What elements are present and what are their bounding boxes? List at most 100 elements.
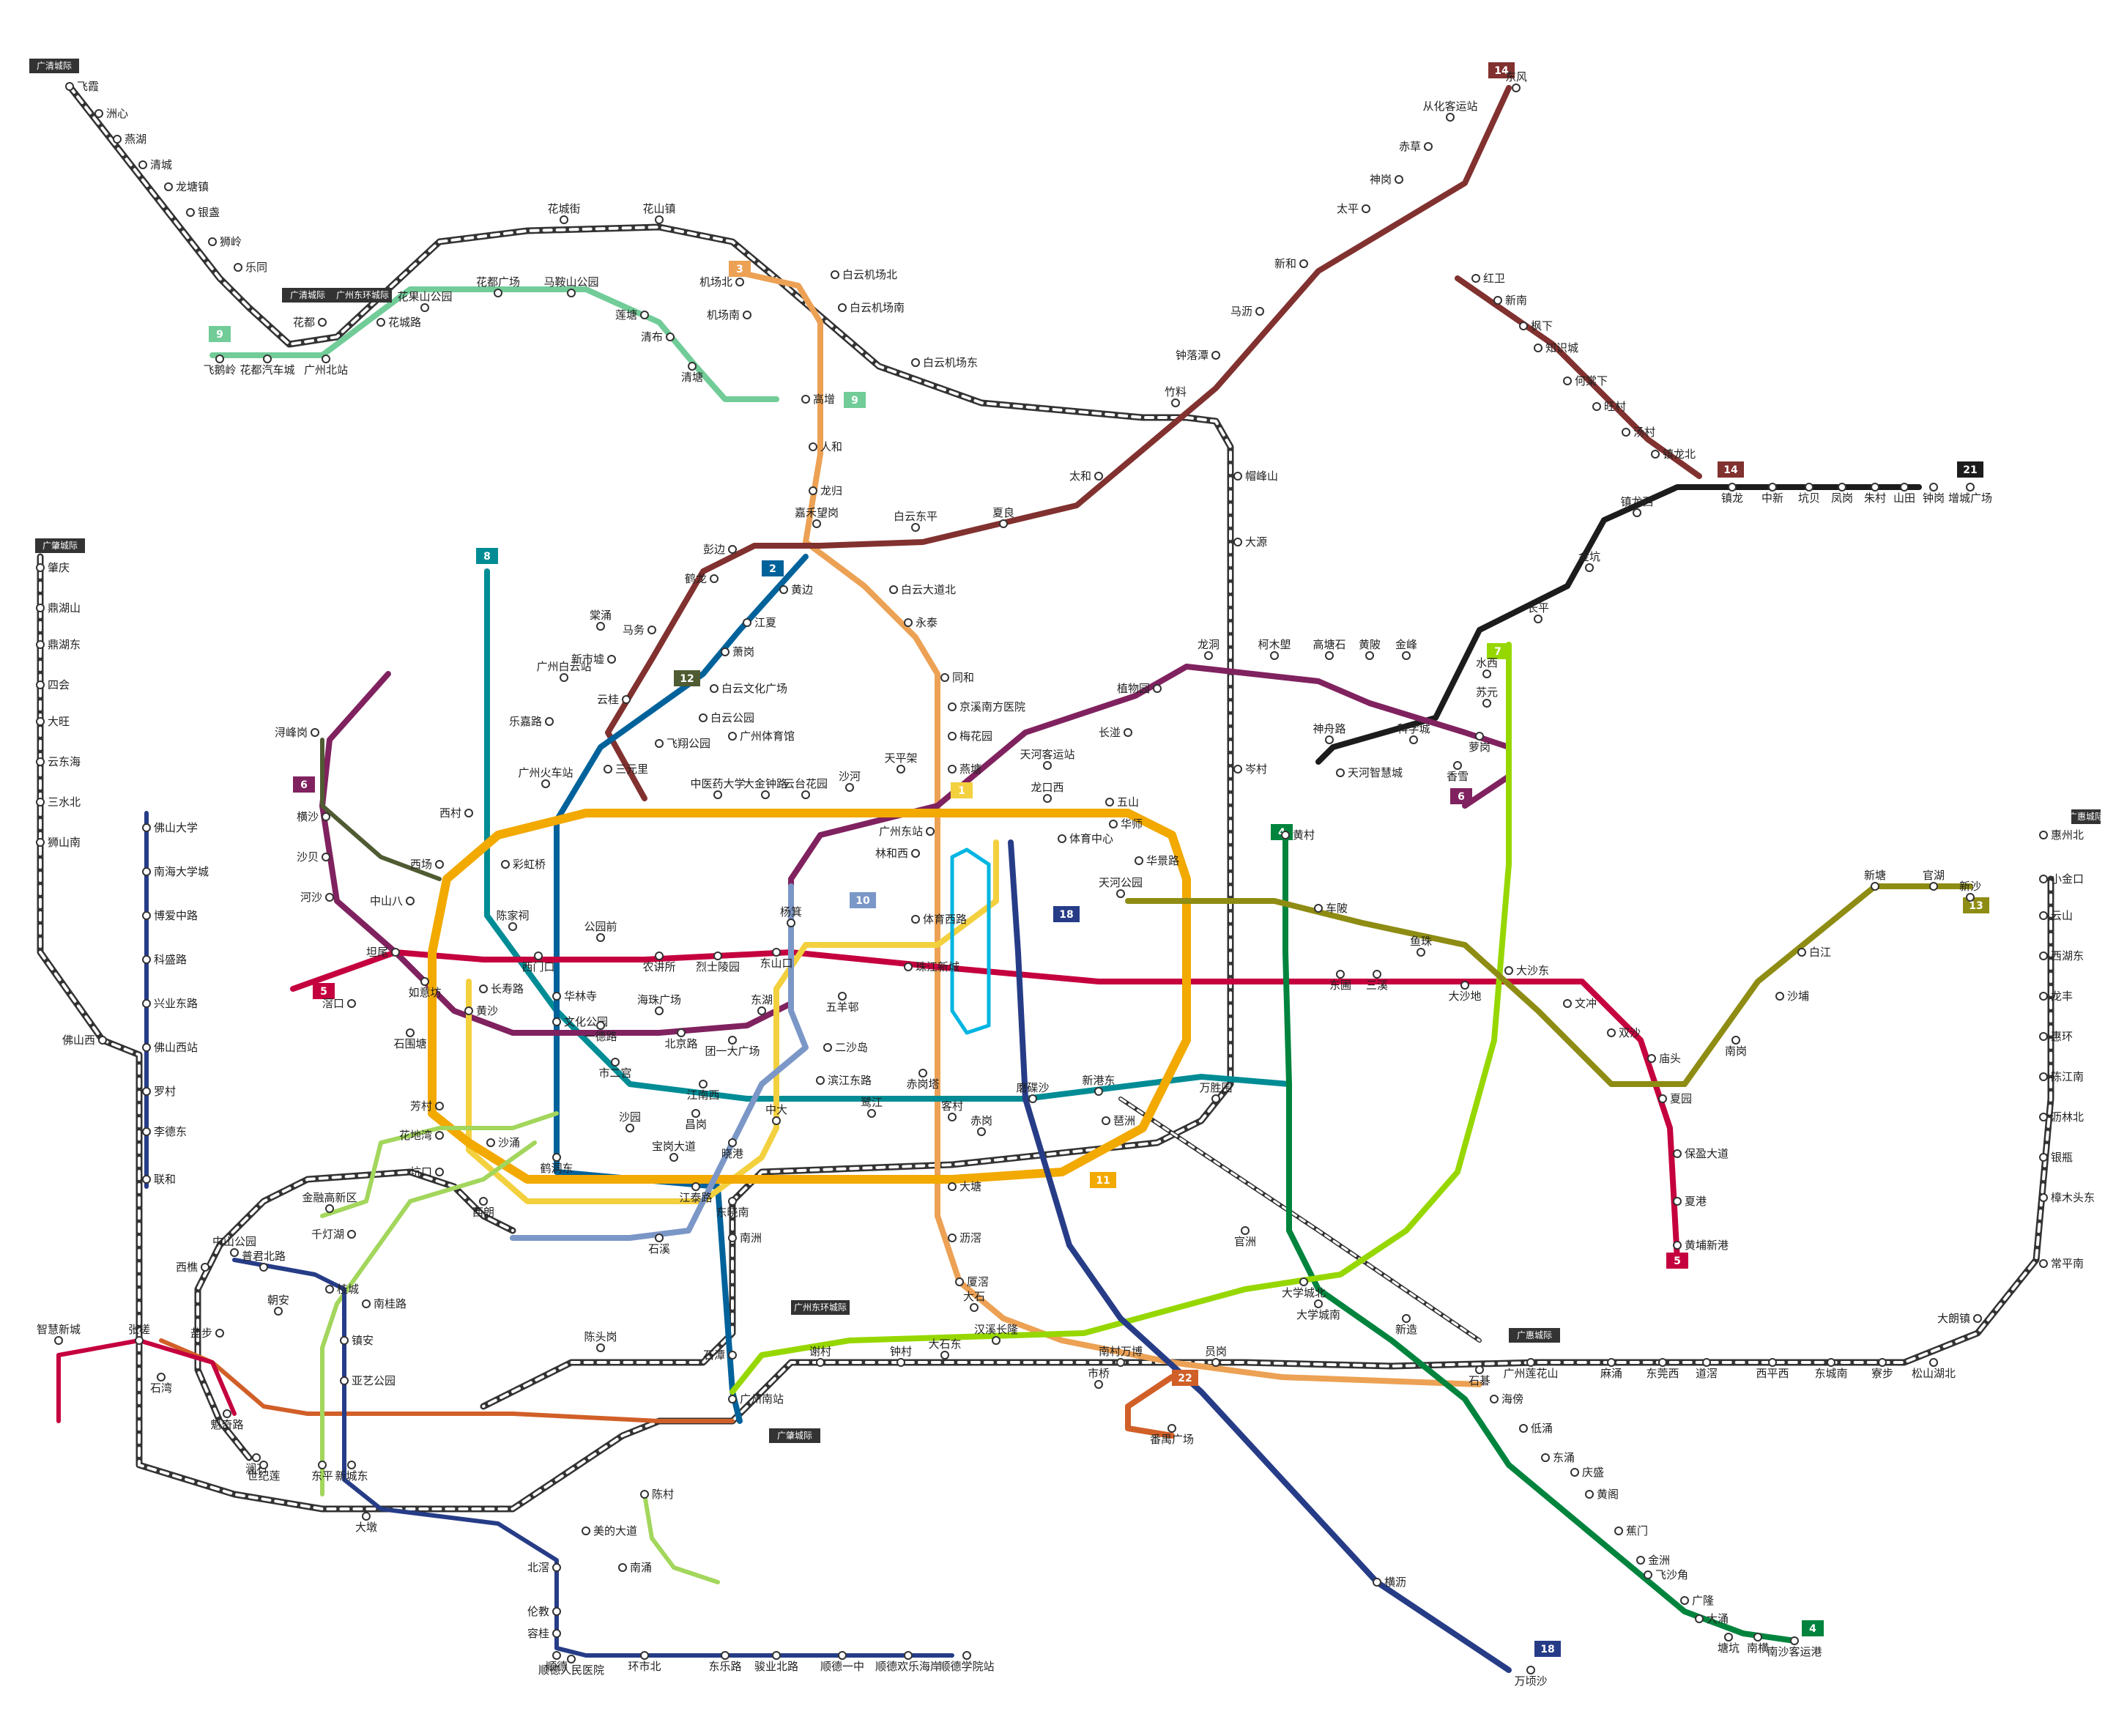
station-dot-nanguilu[interactable]: [362, 1299, 371, 1308]
station-dot-shapu[interactable]: [1775, 992, 1784, 1001]
station-dot-chigang[interactable]: [977, 1127, 986, 1136]
station-dot-binjiang[interactable]: [816, 1076, 825, 1085]
station-dot-huangge[interactable]: [1585, 1490, 1594, 1499]
station-dot-lilinbei[interactable]: [2039, 1113, 2048, 1121]
station-dot-jinrong[interactable]: [325, 1204, 334, 1213]
station-dot-zhonggang[interactable]: [1929, 483, 1938, 492]
station-dot-guicheng[interactable]: [325, 1285, 334, 1294]
station-dot-huashi[interactable]: [1109, 820, 1118, 828]
station-dot-jiangxia[interactable]: [743, 618, 751, 627]
station-dot-jiaomen[interactable]: [1614, 1527, 1623, 1535]
station-dot-zhangcha[interactable]: [135, 1336, 144, 1345]
station-dot-wushan[interactable]: [1105, 798, 1114, 806]
station-dot-cencun[interactable]: [1233, 765, 1242, 774]
station-dot-tianhegongyuan[interactable]: [1116, 889, 1125, 898]
station-dot-zhucun[interactable]: [1871, 483, 1879, 492]
station-dot-hanxi[interactable]: [992, 1336, 1000, 1345]
station-dot-xingangdong[interactable]: [1094, 1087, 1103, 1096]
station-dot-qingsheng[interactable]: [1570, 1468, 1579, 1477]
station-dot-majingzhan[interactable]: [647, 626, 656, 634]
station-dot-lijiao[interactable]: [948, 1234, 957, 1242]
station-dot-shicun[interactable]: [728, 1351, 737, 1360]
station-dot-xintang[interactable]: [1871, 882, 1879, 891]
station-dot-longtang[interactable]: [164, 182, 173, 191]
station-dot-kecun[interactable]: [948, 1113, 957, 1121]
station-dot-yantang[interactable]: [948, 765, 957, 774]
station-dot-chaoan[interactable]: [274, 1307, 283, 1316]
station-dot-beijinglu[interactable]: [677, 1028, 686, 1037]
station-dot-airports[interactable]: [743, 311, 751, 319]
station-dot-zhongshanba[interactable]: [406, 897, 415, 905]
station-dot-helong[interactable]: [710, 574, 719, 583]
station-dot-dongxiao[interactable]: [757, 1006, 766, 1015]
station-dot-shundexueyuan[interactable]: [962, 1651, 971, 1660]
station-dot-foshanxiz[interactable]: [142, 1043, 151, 1052]
station-dot-zhouxin[interactable]: [94, 109, 103, 118]
station-dot-dashadong[interactable]: [1504, 966, 1513, 975]
station-dot-dongchengnan[interactable]: [1827, 1358, 1835, 1367]
station-dot-lieshi[interactable]: [713, 952, 722, 960]
station-dot-jiangtai[interactable]: [691, 1182, 700, 1191]
station-dot-xinchengdong[interactable]: [347, 1461, 356, 1469]
station-dot-zhenlongxi[interactable]: [1633, 508, 1641, 517]
station-dot-xiemao[interactable]: [816, 1358, 825, 1367]
station-dot-huashanzhen[interactable]: [655, 215, 664, 224]
station-dot-airportn[interactable]: [735, 278, 744, 286]
station-dot-guangzhoutiyuguan[interactable]: [728, 732, 737, 741]
station-dot-shayuan[interactable]: [625, 1124, 634, 1132]
station-dot-huangfutian[interactable]: [1373, 1578, 1381, 1587]
station-dot-feishajiao[interactable]: [1644, 1570, 1652, 1579]
station-dot-liaobu[interactable]: [1878, 1358, 1887, 1367]
station-dot-nanshaport[interactable]: [1790, 1636, 1799, 1645]
station-dot-wenchong[interactable]: [1563, 999, 1572, 1008]
station-dot-yanbu[interactable]: [215, 1329, 224, 1338]
station-dot-pengbian[interactable]: [728, 545, 737, 554]
station-dot-dajinzhong[interactable]: [761, 790, 770, 799]
station-dot-dongping[interactable]: [318, 1461, 327, 1469]
station-dot-fangcun[interactable]: [435, 1102, 444, 1110]
station-dot-erlongjiao[interactable]: [823, 1043, 832, 1052]
station-dot-yongtai[interactable]: [904, 618, 913, 627]
station-dot-xiaogang2[interactable]: [728, 1138, 737, 1147]
station-dot-conghuakeyun[interactable]: [1446, 113, 1455, 122]
station-dot-jiaokou2[interactable]: [347, 999, 356, 1008]
station-dot-feieling[interactable]: [215, 355, 224, 363]
station-dot-shahe[interactable]: [845, 783, 854, 792]
station-dot-kengkou[interactable]: [435, 1168, 444, 1176]
station-dot-shunde[interactable]: [552, 1651, 561, 1660]
station-dot-sanshuibei[interactable]: [36, 798, 45, 806]
station-dot-huaguoshan[interactable]: [420, 303, 429, 312]
station-dot-wanshengwei[interactable]: [1211, 1094, 1220, 1103]
station-dot-airports2[interactable]: [838, 303, 847, 312]
station-dot-qingbu[interactable]: [666, 333, 675, 341]
station-dot-songshanhu[interactable]: [1929, 1358, 1938, 1367]
station-dot-chencun[interactable]: [640, 1490, 649, 1499]
station-dot-hezhong[interactable]: [552, 1153, 561, 1162]
station-dot-baiyundadaobei[interactable]: [889, 585, 898, 594]
station-dot-jinfeng[interactable]: [1402, 651, 1411, 660]
station-dot-guangzhouhuochezhan[interactable]: [541, 779, 550, 788]
station-dot-chebei[interactable]: [1314, 904, 1323, 913]
station-dot-wanqingsha[interactable]: [1526, 1666, 1535, 1674]
station-dot-shishan[interactable]: [36, 838, 45, 847]
station-dot-tiantai[interactable]: [896, 765, 905, 774]
station-dot-taiping[interactable]: [1362, 204, 1370, 213]
station-dot-daxuechengnan[interactable]: [1314, 1299, 1323, 1308]
station-dot-lianhe[interactable]: [142, 1175, 151, 1184]
station-dot-dashadi[interactable]: [1460, 981, 1469, 990]
station-dot-yunshan[interactable]: [2039, 911, 2048, 920]
station-dot-dayuan[interactable]: [1233, 538, 1242, 546]
station-dot-dongchong[interactable]: [1541, 1453, 1550, 1462]
station-dot-renhe[interactable]: [809, 442, 817, 451]
station-dot-haizhuguangchang[interactable]: [655, 1006, 664, 1015]
station-dot-kuiqilu[interactable]: [223, 1409, 231, 1418]
station-dot-meidedao[interactable]: [582, 1527, 590, 1535]
station-dot-tianhekeyun[interactable]: [1043, 761, 1052, 770]
station-dot-meihuayuan[interactable]: [948, 732, 957, 741]
station-dot-guangzhoubaiyun[interactable]: [560, 673, 568, 682]
station-dot-jinkeng[interactable]: [1585, 563, 1594, 572]
station-dot-changban[interactable]: [1124, 728, 1132, 737]
station-dot-xilang[interactable]: [479, 1197, 488, 1206]
station-dot-xiangxue[interactable]: [1453, 761, 1462, 770]
station-dot-sanyuanli[interactable]: [604, 765, 612, 774]
